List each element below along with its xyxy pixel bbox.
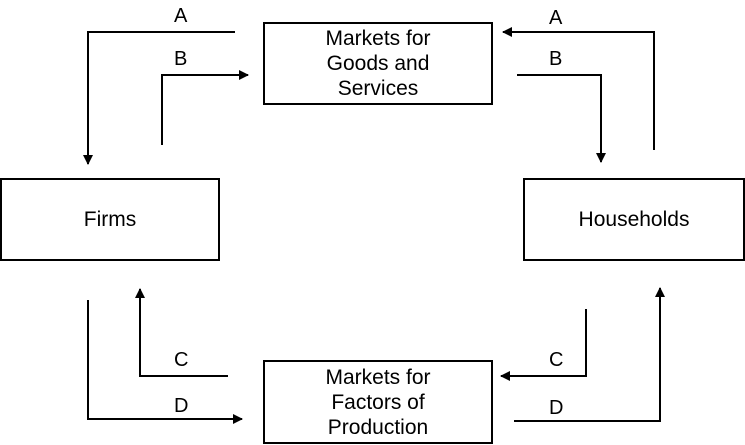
- flow-d-left-arrow: [87, 300, 243, 424]
- factors-production-market-label: Markets for Factors of Production: [325, 365, 431, 439]
- households-label: Households: [578, 208, 690, 231]
- goods-services-market-box: Markets for Goods and Services: [263, 22, 493, 105]
- flow-label-d-left: D: [174, 395, 189, 417]
- flow-label-a-right: A: [549, 7, 563, 29]
- flow-label-a-left: A: [174, 5, 188, 27]
- firms-label: Firms: [83, 208, 137, 231]
- flow-b-left-arrow: [161, 70, 249, 145]
- goods-services-market-label: Markets for Goods and Services: [325, 27, 431, 100]
- households-box: Households: [523, 178, 745, 261]
- flow-label-c-right: C: [549, 349, 564, 371]
- flow-label-c-left: C: [174, 349, 189, 371]
- flow-b-right-arrow: [517, 74, 606, 163]
- flow-a-left-arrow: [83, 31, 235, 165]
- flow-a-right-arrow: [502, 27, 655, 150]
- flow-c-right-arrow: [500, 309, 587, 381]
- flow-label-b-right: B: [549, 48, 563, 70]
- flow-d-right-arrow: [514, 287, 665, 422]
- factors-production-market-box: Markets for Factors of Production: [263, 360, 493, 444]
- flow-label-d-right: D: [549, 397, 564, 419]
- firms-box: Firms: [0, 178, 220, 261]
- flow-label-b-left: B: [174, 48, 188, 70]
- flow-c-left-arrow: [135, 288, 228, 377]
